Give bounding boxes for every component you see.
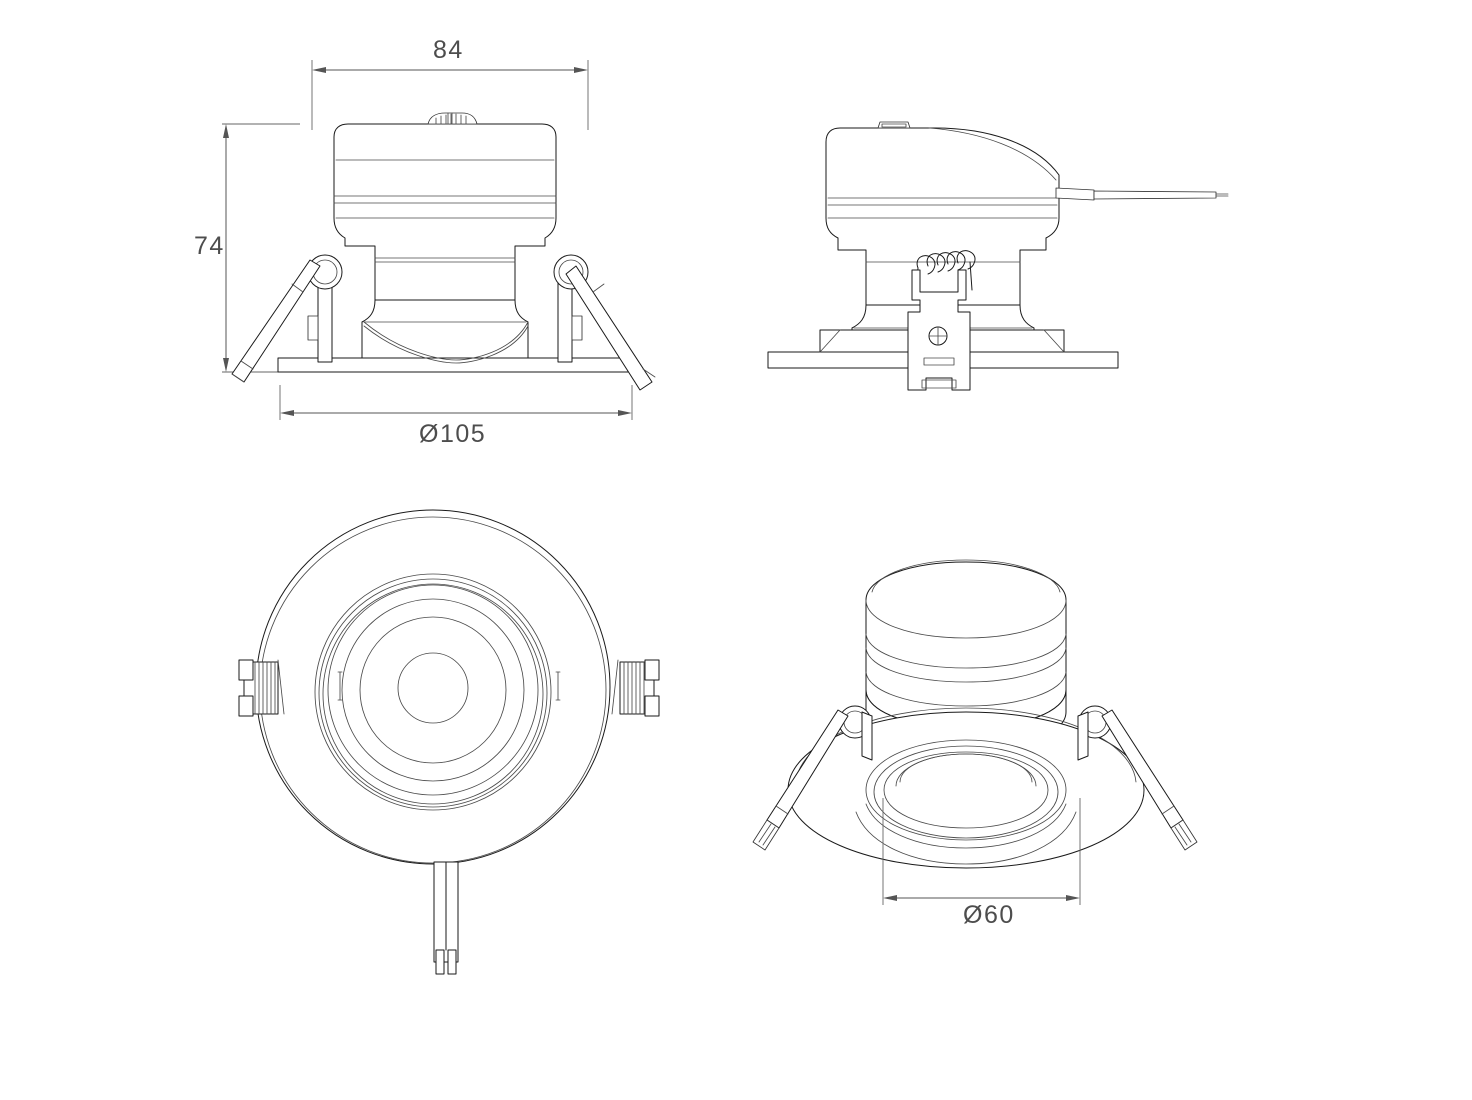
plan-clip-right	[611, 659, 660, 717]
dimension-label-105: Ø105	[419, 420, 487, 448]
dimension-105	[279, 385, 633, 420]
side-cable	[1055, 187, 1229, 201]
dimension-label-74: 74	[194, 232, 225, 260]
plan-clip-left	[238, 659, 285, 717]
side-elevation-view	[767, 121, 1229, 391]
spring-clip-right	[553, 254, 656, 391]
front-elevation-body	[231, 112, 656, 391]
spring-clip-left	[231, 254, 343, 383]
dimension-label-60: Ø60	[963, 901, 1015, 929]
isometric-view	[752, 559, 1198, 905]
iso-spring-clip-right	[1077, 705, 1198, 851]
dimension-84	[311, 60, 589, 130]
dimension-label-84: 84	[433, 36, 464, 64]
dimension-60	[882, 798, 1081, 905]
iso-spring-clip-left	[752, 705, 873, 851]
plan-view	[238, 509, 660, 975]
plan-wire	[433, 861, 459, 975]
